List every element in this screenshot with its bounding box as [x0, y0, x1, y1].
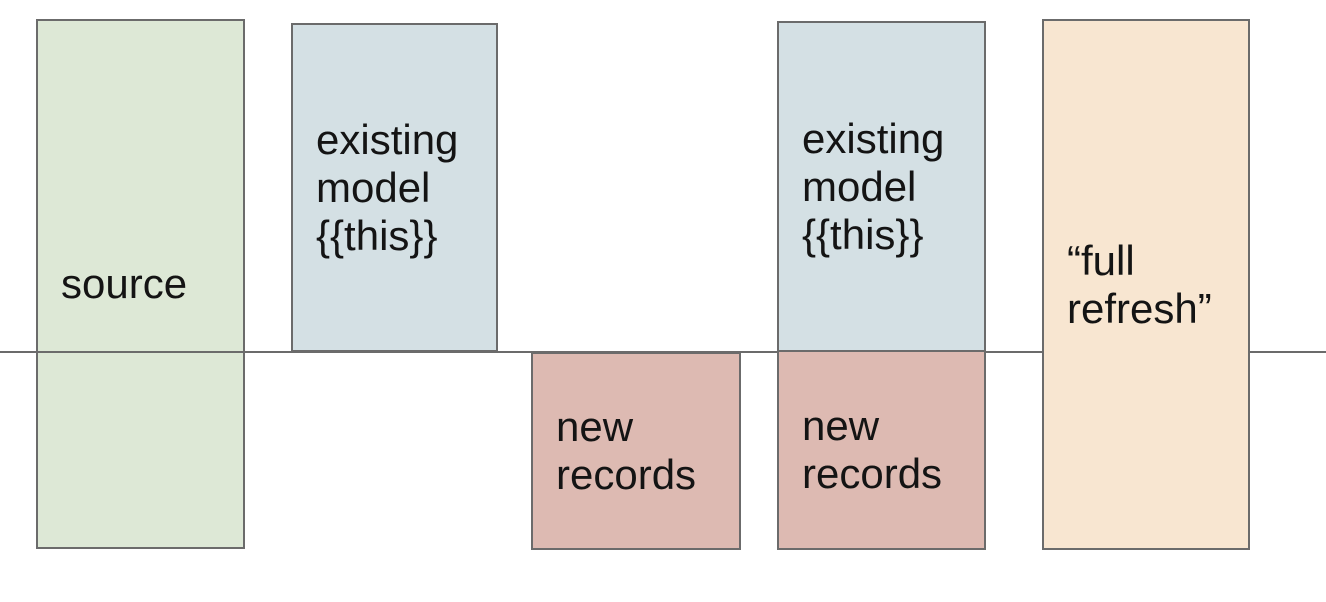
new-records-box-2: new records [777, 350, 986, 550]
source-box: source [36, 19, 245, 549]
new-records-box-1: new records [531, 352, 741, 550]
full-refresh-box: “full refresh” [1042, 19, 1250, 550]
existing-model-box-2: existing model {{this}} [777, 21, 986, 352]
existing-model-box-1-label: existing model {{this}} [316, 115, 459, 259]
existing-model-box-1: existing model {{this}} [291, 23, 498, 352]
new-records-box-2-label: new records [802, 402, 943, 497]
full-refresh-box-label: “full refresh” [1067, 236, 1212, 332]
source-box-label: source [61, 260, 188, 307]
new-records-box-1-label: new records [556, 403, 697, 498]
existing-model-box-2-label: existing model {{this}} [802, 114, 945, 258]
